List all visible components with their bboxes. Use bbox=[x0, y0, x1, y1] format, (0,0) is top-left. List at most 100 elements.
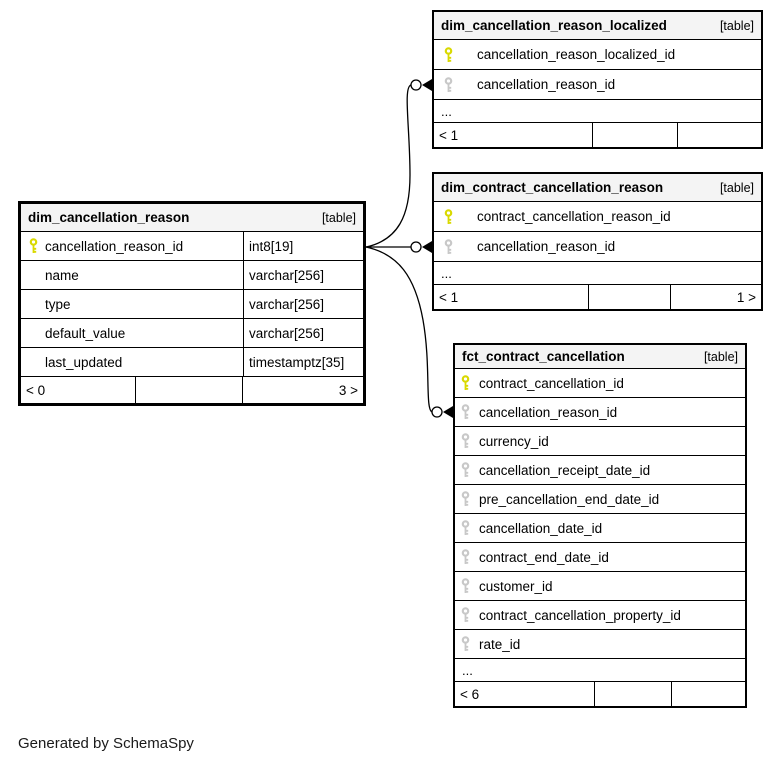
entity-title: dim_cancellation_reason bbox=[28, 210, 190, 225]
column-name: contract_cancellation_reason_id bbox=[477, 209, 671, 224]
column-row: cancellation_reason_id int8[19] bbox=[21, 232, 363, 261]
footer-cell: 3 > bbox=[338, 382, 358, 398]
column-row: contract_end_date_id bbox=[455, 543, 745, 572]
column-name: currency_id bbox=[479, 433, 549, 449]
primary-key-icon bbox=[442, 208, 454, 225]
column-row: contract_cancellation_reason_id bbox=[434, 202, 761, 232]
footer-row: < 6 bbox=[455, 682, 745, 706]
column-name: last_updated bbox=[45, 354, 123, 370]
column-type: int8[19] bbox=[243, 232, 363, 260]
column-type: varchar[256] bbox=[243, 261, 363, 289]
foreign-key-icon bbox=[459, 636, 471, 652]
column-name: cancellation_reason_localized_id bbox=[477, 47, 676, 62]
relationship-line-fact bbox=[365, 246, 433, 413]
entity-type-badge: [table] bbox=[719, 180, 754, 195]
primary-key-icon bbox=[442, 46, 454, 63]
foreign-key-icon bbox=[459, 491, 471, 507]
column-name: cancellation_date_id bbox=[479, 520, 603, 536]
entity-header: dim_cancellation_reason_localized [table… bbox=[434, 12, 761, 40]
footer-cell: < 0 bbox=[21, 377, 136, 403]
foreign-key-icon bbox=[459, 549, 471, 565]
column-name: default_value bbox=[45, 325, 126, 341]
entity-header: dim_contract_cancellation_reason [table] bbox=[434, 174, 761, 202]
column-row: type varchar[256] bbox=[21, 290, 363, 319]
foreign-key-icon bbox=[459, 462, 471, 478]
column-name: contract_cancellation_property_id bbox=[479, 607, 681, 623]
generator-credit: Generated by SchemaSpy bbox=[18, 735, 194, 752]
column-row: cancellation_reason_id bbox=[434, 232, 761, 262]
column-row: name varchar[256] bbox=[21, 261, 363, 290]
column-type: varchar[256] bbox=[243, 319, 363, 347]
ellipsis-row: ... bbox=[434, 262, 761, 285]
entity-fct-contract-cancellation[interactable]: fct_contract_cancellation [table] contra… bbox=[453, 343, 747, 708]
foreign-key-icon bbox=[442, 238, 454, 255]
column-row: customer_id bbox=[455, 572, 745, 601]
footer-cell bbox=[595, 682, 672, 706]
ellipsis-row: ... bbox=[434, 100, 761, 123]
foreign-key-icon bbox=[459, 607, 471, 623]
fk-circle-icon bbox=[410, 241, 422, 253]
footer-row: < 1 1 > bbox=[434, 285, 761, 309]
footer-cell bbox=[678, 123, 761, 147]
relationship-line-localized bbox=[365, 84, 412, 248]
column-name: contract_end_date_id bbox=[479, 549, 609, 565]
column-name: cancellation_reason_id bbox=[477, 77, 616, 92]
footer-cell: < 1 bbox=[434, 285, 589, 309]
entity-dim-contract-cancellation-reason[interactable]: dim_contract_cancellation_reason [table]… bbox=[432, 172, 763, 311]
column-row: cancellation_receipt_date_id bbox=[455, 456, 745, 485]
column-row: default_value varchar[256] bbox=[21, 319, 363, 348]
footer-row: < 1 bbox=[434, 123, 761, 147]
column-name: customer_id bbox=[479, 578, 553, 594]
footer-cell bbox=[136, 377, 243, 403]
entity-dim-cancellation-reason-localized[interactable]: dim_cancellation_reason_localized [table… bbox=[432, 10, 763, 149]
column-type: timestamptz[35] bbox=[243, 348, 363, 376]
column-row: cancellation_date_id bbox=[455, 514, 745, 543]
foreign-key-icon bbox=[442, 76, 454, 93]
column-row: pre_cancellation_end_date_id bbox=[455, 485, 745, 514]
footer-cell: < 6 bbox=[455, 682, 595, 706]
column-name: cancellation_reason_id bbox=[45, 238, 184, 254]
fk-arrow-icon bbox=[422, 241, 432, 253]
entity-header: fct_contract_cancellation [table] bbox=[455, 345, 745, 369]
column-name: cancellation_receipt_date_id bbox=[479, 462, 651, 478]
column-row: rate_id bbox=[455, 630, 745, 659]
foreign-key-icon bbox=[459, 404, 471, 420]
footer-row: < 0 3 > bbox=[21, 377, 363, 403]
column-name: contract_cancellation_id bbox=[479, 375, 624, 391]
column-row: last_updated timestamptz[35] bbox=[21, 348, 363, 377]
footer-cell: < 1 bbox=[434, 123, 593, 147]
column-name: type bbox=[45, 296, 71, 312]
footer-cell bbox=[672, 682, 745, 706]
fk-circle-icon bbox=[431, 406, 443, 418]
column-type: varchar[256] bbox=[243, 290, 363, 318]
foreign-key-icon bbox=[459, 433, 471, 449]
primary-key-icon bbox=[27, 238, 39, 254]
ellipsis-row: ... bbox=[455, 659, 745, 682]
column-row: cancellation_reason_localized_id bbox=[434, 40, 761, 70]
foreign-key-icon bbox=[459, 578, 471, 594]
entity-title: dim_contract_cancellation_reason bbox=[441, 180, 664, 195]
fk-circle-icon bbox=[410, 79, 422, 91]
column-name: rate_id bbox=[479, 636, 521, 652]
column-row: contract_cancellation_property_id bbox=[455, 601, 745, 630]
footer-cell bbox=[589, 285, 671, 309]
entity-dim-cancellation-reason[interactable]: dim_cancellation_reason [table] cancella… bbox=[18, 201, 366, 406]
column-row: currency_id bbox=[455, 427, 745, 456]
entity-type-badge: [table] bbox=[703, 349, 738, 364]
entity-header: dim_cancellation_reason [table] bbox=[21, 204, 363, 232]
entity-title: fct_contract_cancellation bbox=[462, 349, 625, 364]
foreign-key-icon bbox=[459, 520, 471, 536]
footer-cell bbox=[593, 123, 678, 147]
column-row: cancellation_reason_id bbox=[455, 398, 745, 427]
entity-title: dim_cancellation_reason_localized bbox=[441, 18, 667, 33]
entity-type-badge: [table] bbox=[719, 18, 754, 33]
fk-arrow-icon bbox=[443, 406, 453, 418]
footer-cell: 1 > bbox=[736, 289, 756, 305]
column-row: cancellation_reason_id bbox=[434, 70, 761, 100]
column-row: contract_cancellation_id bbox=[455, 369, 745, 398]
entity-type-badge: [table] bbox=[321, 210, 356, 225]
fk-arrow-icon bbox=[422, 79, 432, 91]
column-name: cancellation_reason_id bbox=[477, 239, 616, 254]
column-name: pre_cancellation_end_date_id bbox=[479, 491, 660, 507]
column-name: cancellation_reason_id bbox=[479, 404, 618, 420]
